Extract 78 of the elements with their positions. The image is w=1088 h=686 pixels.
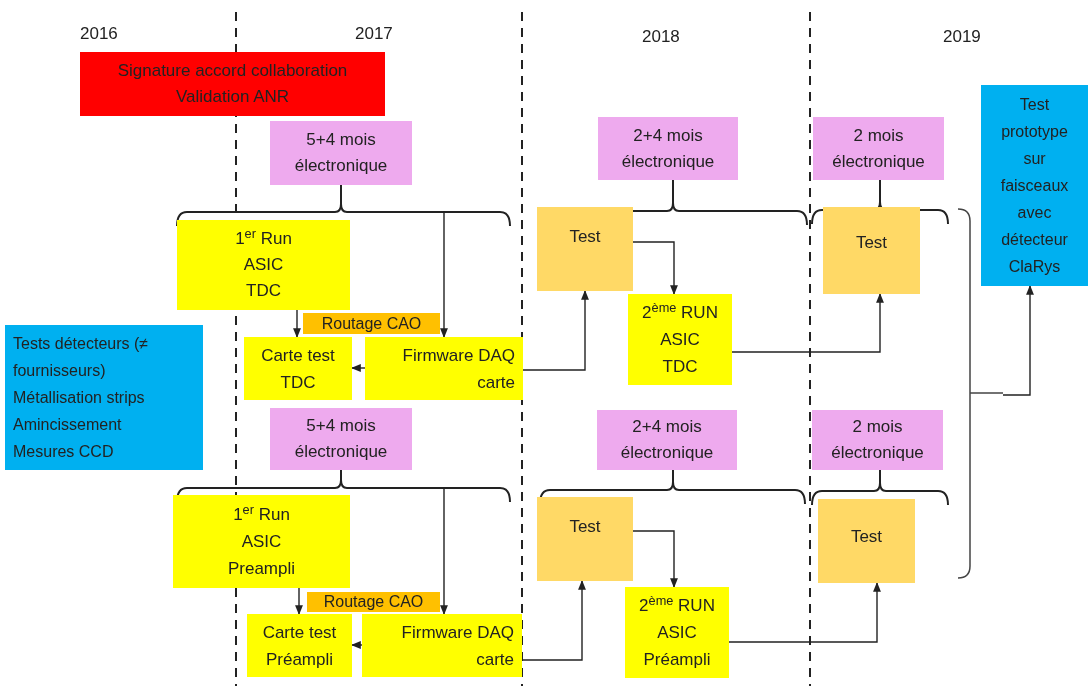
- test-box: [823, 207, 920, 294]
- duration-box: [813, 117, 944, 180]
- duration-box: [598, 117, 738, 180]
- arrow: [632, 241, 678, 295]
- step-tag: [303, 313, 440, 334]
- task-box: [247, 614, 352, 677]
- node-text: Signature accord collaboration: [117, 60, 348, 82]
- test-box: [537, 207, 633, 291]
- task-box: [177, 220, 350, 310]
- node-text: Preampli: [227, 558, 296, 580]
- year-label: 2018: [642, 28, 680, 45]
- node-text: Amincissement: [13, 415, 122, 435]
- goal-box: [981, 85, 1088, 286]
- node-text: Préampli: [265, 648, 334, 671]
- node-text: 2$^{ème}$ RUN: [639, 592, 715, 617]
- arrow: [440, 210, 448, 338]
- node-text: ASIC: [241, 531, 282, 553]
- node-text: Mesures CCD: [13, 442, 114, 462]
- arrow: [632, 530, 678, 588]
- node-text: Firmware DAQ carte: [400, 621, 514, 671]
- task-box: [173, 495, 350, 588]
- arrow: [440, 487, 448, 615]
- arrow: [295, 587, 303, 615]
- node-text: Test prototype sur faisceaux avec détecteur ClaRys: [999, 95, 1070, 277]
- duration-box: [812, 410, 943, 470]
- node-text: Validation ANR: [175, 86, 290, 108]
- node-text: TDC: [280, 371, 316, 394]
- node-text: Test: [850, 526, 883, 548]
- year-label: 2016: [80, 25, 118, 42]
- node-text: Routage CAO: [323, 592, 424, 612]
- arrow: [731, 293, 884, 353]
- node-text: Test: [855, 231, 888, 254]
- node-text: Préampli: [643, 649, 711, 671]
- node-text: 5+4 mois électronique: [293, 129, 389, 177]
- node-text: Tests détecteurs (≠ fournisseurs): [13, 334, 150, 381]
- arrow: [351, 641, 363, 649]
- node-text: 2+4 mois électronique: [619, 416, 715, 464]
- node-text: Test: [569, 226, 601, 248]
- duration-box: [270, 121, 412, 185]
- node-text: Routage CAO: [321, 313, 422, 334]
- arrow: [351, 364, 366, 372]
- node-text: Carte test: [261, 344, 335, 367]
- node-text: 5+4 mois électronique: [293, 415, 389, 463]
- duration-box: [270, 408, 412, 470]
- side-task-box: [5, 325, 203, 470]
- node-text: ASIC: [243, 254, 284, 276]
- grouping-bracket: [958, 208, 1003, 579]
- arrow: [1002, 285, 1034, 396]
- node-text: 1$^{er}$ Run: [235, 226, 292, 250]
- node-text: Firmware DAQ carte: [401, 344, 515, 394]
- task-box: [244, 337, 352, 400]
- node-text: 2+4 mois électronique: [620, 124, 716, 173]
- task-box: [365, 337, 523, 400]
- node-text: TDC: [662, 356, 698, 378]
- node-text: Test: [569, 516, 601, 538]
- node-text: ASIC: [657, 622, 697, 644]
- arrow: [293, 309, 301, 338]
- duration-box: [597, 410, 737, 470]
- task-box: [628, 294, 732, 385]
- task-box: [625, 587, 729, 678]
- test-box: [818, 499, 915, 583]
- node-text: 2$^{ème}$ RUN: [642, 299, 718, 324]
- node-text: Carte test: [262, 621, 337, 644]
- year-label: 2017: [355, 25, 393, 42]
- arrow: [521, 580, 586, 661]
- node-text: ASIC: [660, 329, 700, 351]
- node-text: 2 mois électronique: [831, 124, 926, 173]
- node-text: TDC: [246, 280, 281, 302]
- node-text: 1$^{er}$ Run: [233, 501, 290, 526]
- node-text: Métallisation strips: [13, 388, 145, 408]
- step-tag: [307, 592, 440, 612]
- arrow: [522, 290, 589, 371]
- year-label: 2019: [943, 28, 981, 45]
- milestone-box: [80, 52, 385, 116]
- arrow: [728, 582, 881, 643]
- node-text: 2 mois électronique: [830, 416, 925, 464]
- test-box: [537, 497, 633, 581]
- task-box: [362, 614, 522, 677]
